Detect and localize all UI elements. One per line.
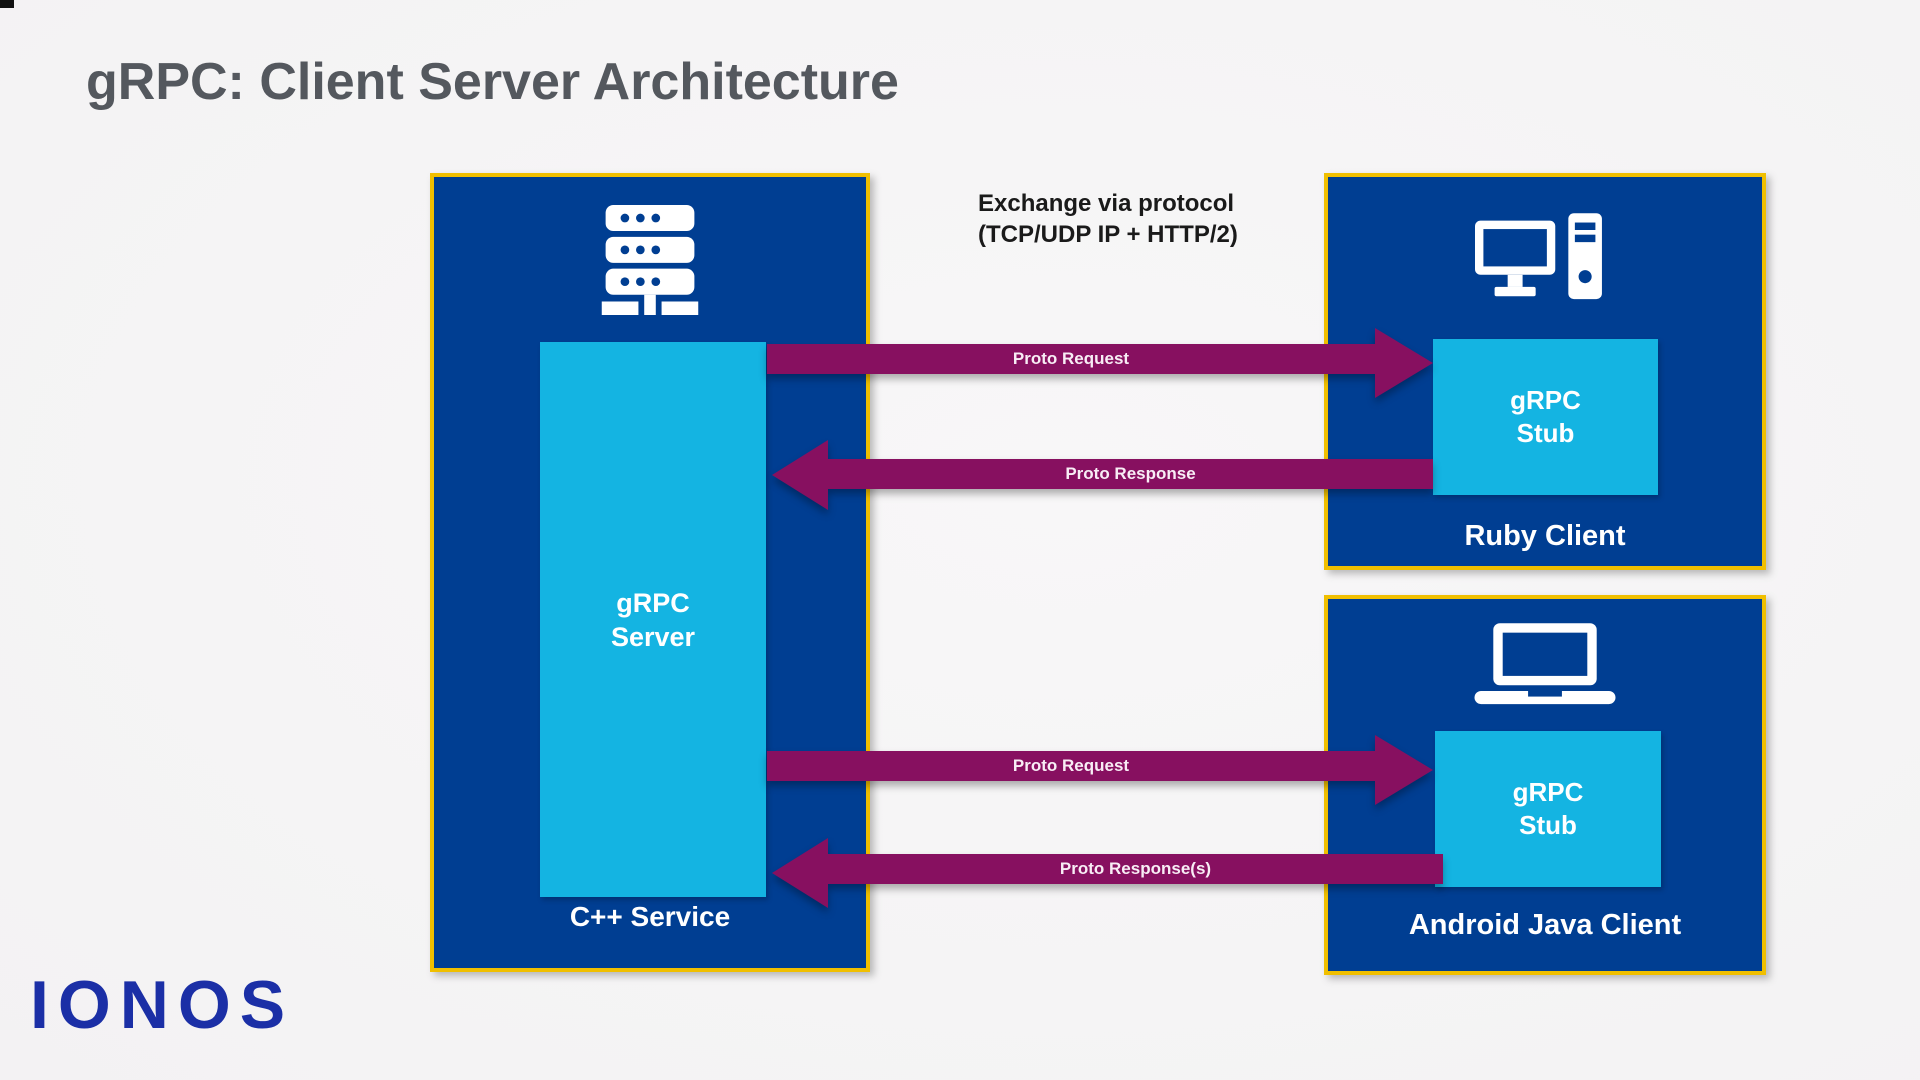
proto-response-label-ruby: Proto Response <box>1065 464 1196 483</box>
protocol-note: Exchange via protocol (TCP/UDP IP + HTTP… <box>978 188 1278 250</box>
proto-request-arrow-ruby: Proto Request <box>766 328 1433 398</box>
arrow-head-left-icon <box>772 440 828 510</box>
arrow-body: Proto Request <box>767 751 1375 781</box>
arrow-head-right-icon <box>1375 328 1433 398</box>
android-client-label: Android Java Client <box>1408 909 1682 941</box>
grpc-server-box: gRPC Server <box>540 342 766 897</box>
android-stub-label-line1: gRPC <box>1512 777 1584 807</box>
laptop-icon <box>1474 623 1616 710</box>
arrow-head-right-icon <box>1375 735 1433 805</box>
android-stub-label-line2: Stub <box>1519 810 1577 840</box>
proto-response-arrow-ruby: Proto Response <box>772 440 1433 510</box>
page-title: gRPC: Client Server Architecture <box>86 53 899 111</box>
ruby-stub-label-line2: Stub <box>1516 418 1575 448</box>
cpp-service-label: C++ Service <box>569 901 731 932</box>
grpc-server-label-line1: gRPC <box>616 587 690 618</box>
protocol-note-line2: (TCP/UDP IP + HTTP/2) <box>978 221 1238 248</box>
grpc-server-label-line2: Server <box>610 621 696 652</box>
android-grpc-stub-box: gRPC Stub <box>1435 731 1661 887</box>
server-rack-icon <box>601 205 699 315</box>
ionos-logo: IONOS <box>30 967 295 1043</box>
proto-request-label-ruby: Proto Request <box>1012 349 1130 368</box>
proto-response-label-android: Proto Response(s) <box>1059 859 1212 878</box>
arrow-head-left-icon <box>772 838 828 908</box>
proto-request-arrow-android: Proto Request <box>766 735 1433 805</box>
ruby-client-box: gRPC Stub Ruby Client <box>1324 173 1766 570</box>
ruby-client-label: Ruby Client <box>1464 520 1626 552</box>
protocol-note-line1: Exchange via protocol <box>978 190 1235 217</box>
arrow-body: Proto Response(s) <box>828 854 1443 884</box>
desktop-computer-icon <box>1475 213 1615 303</box>
proto-request-label-android: Proto Request <box>1012 756 1130 775</box>
ruby-stub-label-line1: gRPC <box>1510 385 1581 415</box>
corner-artifact <box>0 0 14 8</box>
arrow-body: Proto Request <box>767 344 1375 374</box>
ruby-grpc-stub-box: gRPC Stub <box>1433 339 1658 495</box>
arrow-body: Proto Response <box>828 459 1433 489</box>
cpp-service-box: gRPC Server C++ Service <box>430 173 870 972</box>
proto-response-arrow-android: Proto Response(s) <box>772 838 1443 908</box>
